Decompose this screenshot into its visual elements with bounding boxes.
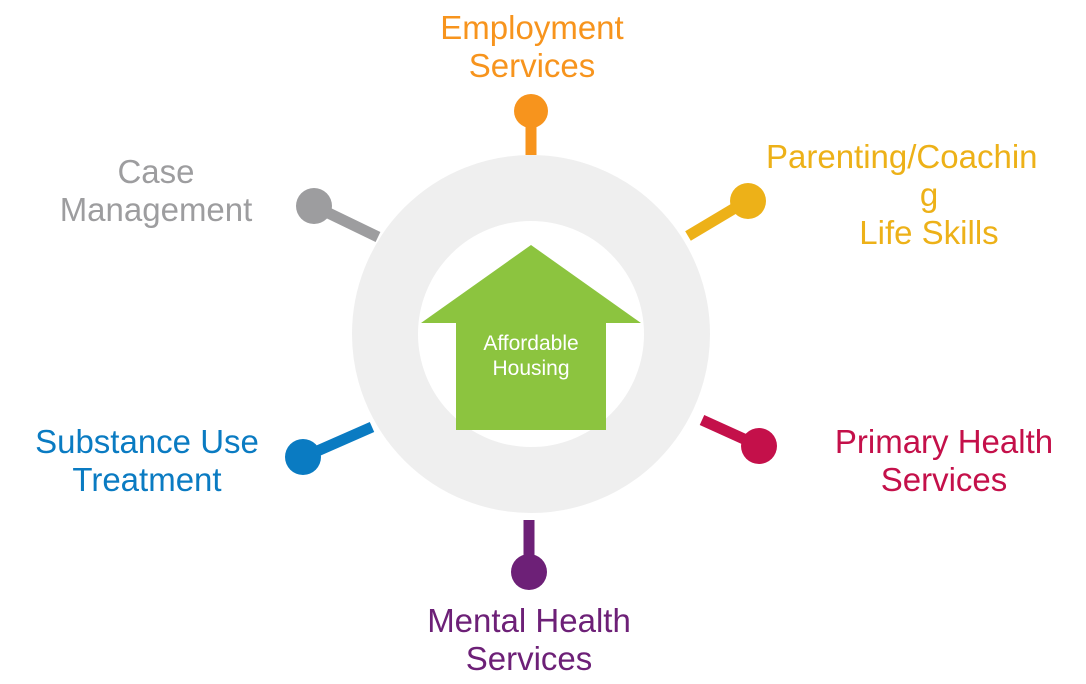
substance-use-label-line: Substance Use bbox=[35, 423, 259, 460]
case-management-node bbox=[296, 188, 332, 224]
primary-health-label: Primary Health Services bbox=[806, 422, 1082, 500]
primary-health-label-line: Primary Health bbox=[834, 423, 1054, 460]
parenting-node bbox=[730, 183, 766, 219]
employment-label-line: Employment bbox=[440, 9, 624, 46]
mental-health-label: Mental Health Services bbox=[394, 601, 664, 679]
parenting-label: Parenting/Coachin g Life Skills bbox=[760, 137, 1086, 253]
center-label-line: Affordable bbox=[483, 332, 579, 355]
center-ring bbox=[352, 155, 710, 513]
mental-health-node bbox=[511, 554, 547, 590]
center-label: Affordable Housing bbox=[451, 331, 611, 381]
primary-health-label-line: Services bbox=[880, 461, 1008, 498]
parenting-label-line: Life Skills bbox=[859, 214, 999, 251]
primary-health-node bbox=[741, 428, 777, 464]
employment-label-line: Services bbox=[468, 47, 596, 84]
substance-use-label-line: Treatment bbox=[72, 461, 222, 498]
employment-label: Employment Services bbox=[398, 8, 666, 86]
case-management-label-line: Management bbox=[59, 191, 253, 228]
employment-node bbox=[514, 94, 548, 128]
parenting-label-line: g bbox=[919, 176, 939, 213]
center-label-line: Housing bbox=[492, 357, 570, 380]
house-icon bbox=[421, 245, 641, 430]
mental-health-label-line: Services bbox=[465, 640, 593, 677]
substance-use-node bbox=[285, 439, 321, 475]
substance-use-label: Substance Use Treatment bbox=[4, 422, 290, 500]
mental-health-label-line: Mental Health bbox=[427, 602, 631, 639]
connectors bbox=[285, 94, 777, 590]
case-management-label: Case Management bbox=[22, 152, 290, 230]
case-management-label-line: Case bbox=[117, 153, 195, 190]
parenting-label-line: Parenting/Coachin bbox=[766, 138, 1038, 175]
